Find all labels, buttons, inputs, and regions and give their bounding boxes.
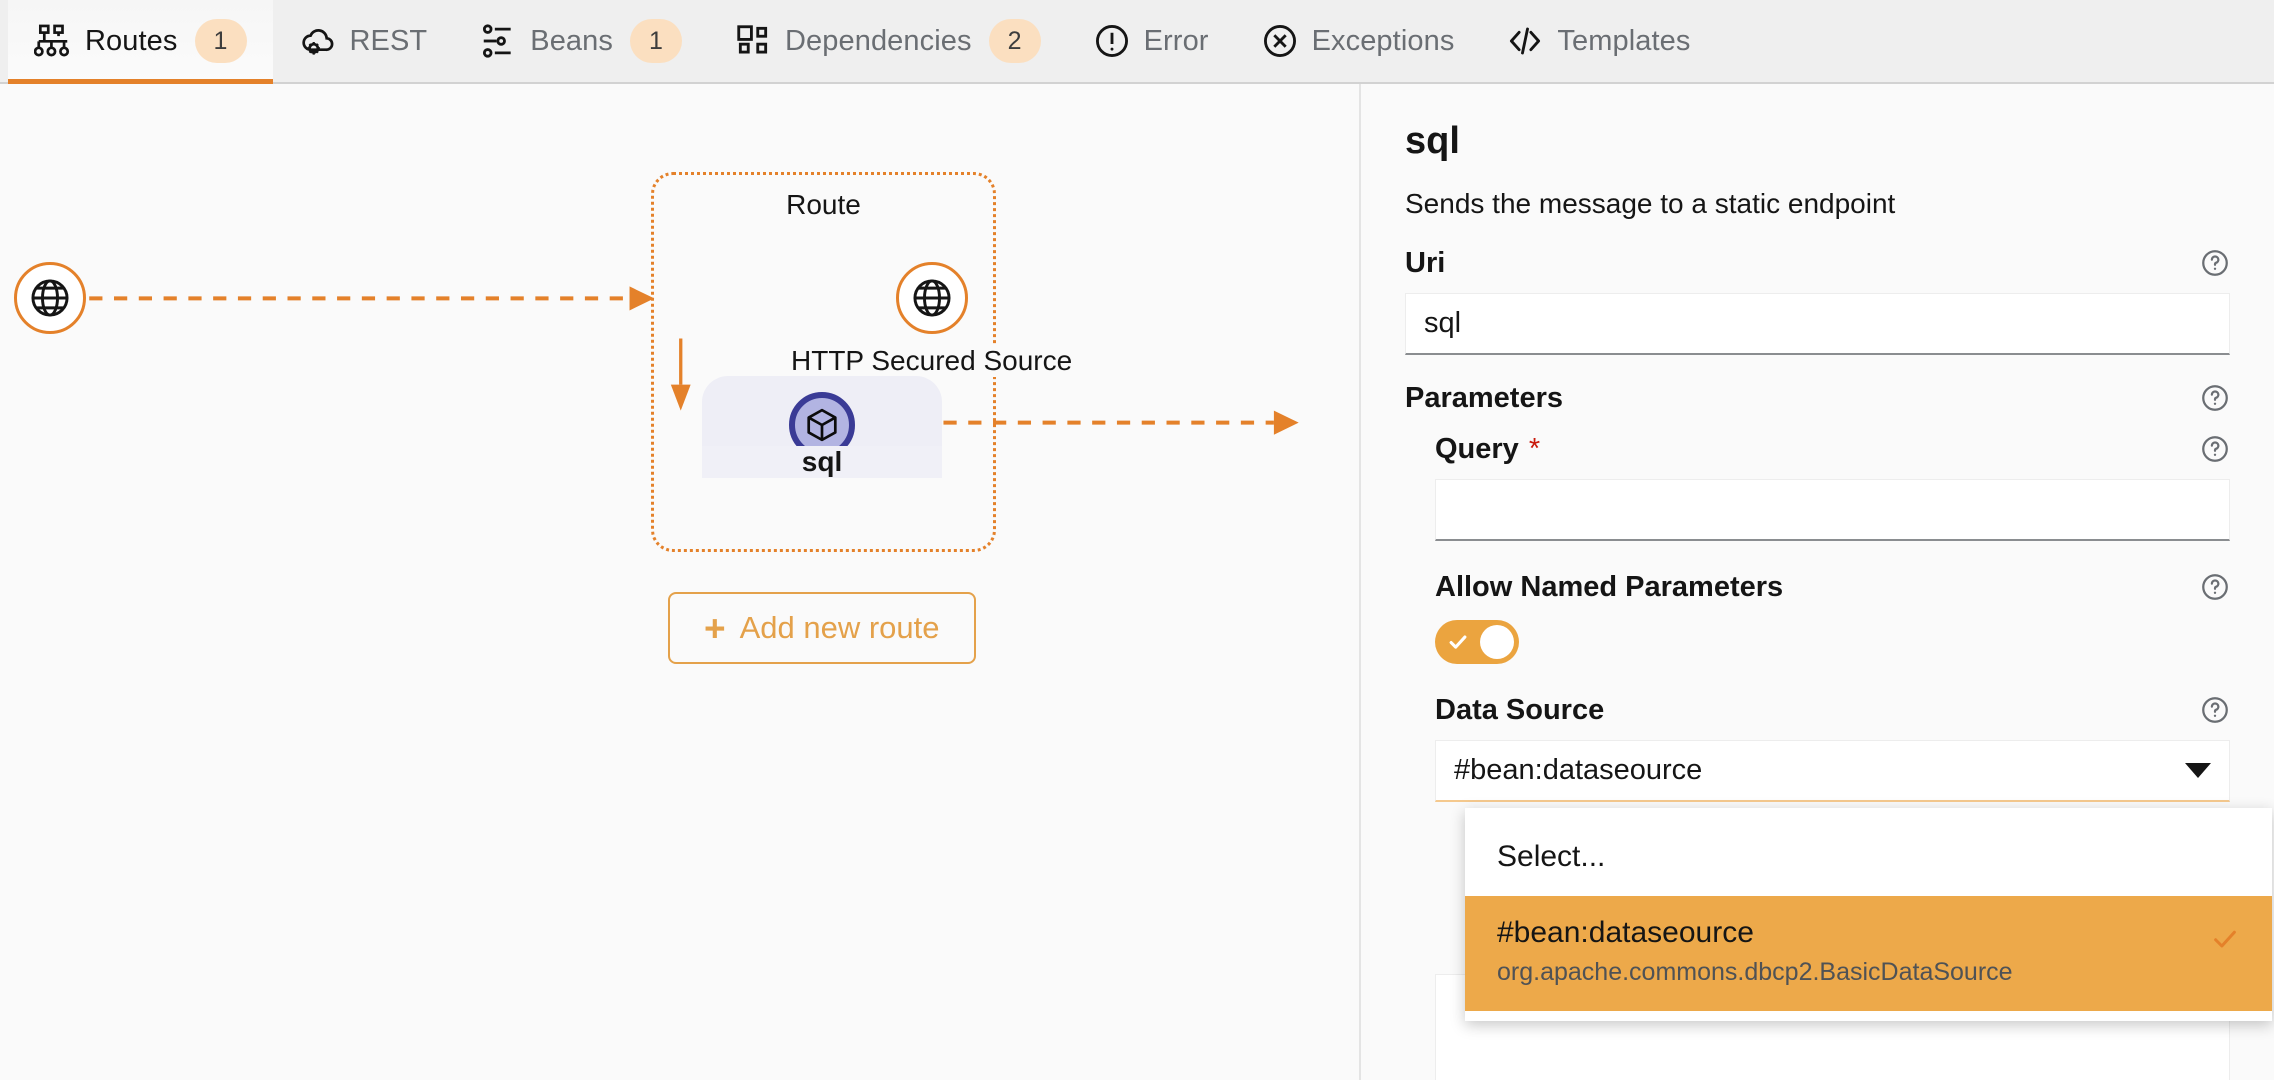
plus-icon: + bbox=[704, 607, 726, 649]
add-new-route-label: Add new route bbox=[739, 610, 940, 645]
tab-beans[interactable]: Beans 1 bbox=[453, 0, 708, 82]
help-icon[interactable] bbox=[2200, 248, 2230, 278]
allow-named-parameters-label: Allow Named Parameters bbox=[1435, 570, 1784, 603]
panel-title: sql bbox=[1405, 120, 1460, 162]
check-icon bbox=[2210, 924, 2240, 954]
tab-label: Beans bbox=[530, 24, 613, 57]
add-new-route-button[interactable]: + Add new route bbox=[668, 592, 976, 664]
tab-templates[interactable]: Templates bbox=[1480, 0, 1716, 82]
help-icon[interactable] bbox=[2200, 383, 2230, 413]
tab-label: Error bbox=[1143, 24, 1209, 57]
uri-field-group: Uri sql bbox=[1405, 247, 2230, 355]
tab-routes[interactable]: Routes 1 bbox=[8, 0, 273, 84]
tab-error[interactable]: Error bbox=[1067, 0, 1235, 82]
cloud-gear-icon bbox=[299, 22, 337, 60]
route-canvas[interactable]: Route bbox=[0, 84, 1359, 1080]
parameters-label: Parameters bbox=[1405, 381, 1563, 414]
allow-named-parameters-group: Allow Named Parameters bbox=[1435, 571, 2230, 664]
route-title: Route bbox=[786, 189, 861, 220]
times-circle-icon bbox=[1261, 22, 1299, 60]
data-source-selected-value: #bean:dataseource bbox=[1454, 753, 1703, 786]
help-icon[interactable] bbox=[2200, 572, 2230, 602]
parameters-section: Parameters bbox=[1405, 382, 2230, 415]
data-source-label: Data Source bbox=[1435, 693, 1605, 726]
node-label: HTTP Secured Source bbox=[787, 345, 1077, 377]
tab-badge: 1 bbox=[629, 19, 682, 63]
query-input[interactable] bbox=[1435, 478, 2230, 541]
check-icon bbox=[1447, 631, 1469, 653]
exclamation-circle-icon bbox=[1093, 22, 1131, 60]
tab-rest[interactable]: REST bbox=[273, 0, 454, 82]
tab-label: REST bbox=[349, 24, 428, 57]
uri-label: Uri bbox=[1405, 246, 1446, 279]
toggle-knob bbox=[1480, 624, 1514, 659]
tab-badge: 1 bbox=[194, 19, 247, 63]
tab-dependencies[interactable]: Dependencies 2 bbox=[708, 0, 1067, 82]
globe-icon[interactable] bbox=[14, 262, 86, 334]
blocks-icon bbox=[734, 22, 772, 60]
sliders-icon bbox=[479, 22, 517, 60]
allow-named-parameters-toggle[interactable] bbox=[1435, 619, 1519, 664]
dropdown-option-select[interactable]: Select... bbox=[1497, 839, 1606, 873]
sql-step-container[interactable]: sql bbox=[702, 376, 942, 478]
tab-label: Routes bbox=[85, 24, 178, 57]
data-source-dropdown-menu[interactable]: Select... #bean:dataseource org.apache.c… bbox=[1465, 807, 2272, 1021]
tab-label: Dependencies bbox=[784, 24, 972, 57]
chevron-down-icon bbox=[2185, 762, 2211, 778]
tab-badge: 2 bbox=[988, 19, 1041, 63]
sql-node-label: sql bbox=[702, 446, 942, 478]
workspace: Route bbox=[0, 84, 2274, 1080]
tab-label: Templates bbox=[1557, 24, 1691, 57]
entry-endpoint-node[interactable] bbox=[14, 262, 86, 334]
query-label: Query bbox=[1435, 432, 1519, 465]
help-icon[interactable] bbox=[2200, 695, 2230, 725]
uri-input[interactable]: sql bbox=[1405, 292, 2230, 355]
code-icon bbox=[1506, 22, 1544, 60]
panel-description: Sends the message to a static endpoint bbox=[1405, 187, 1896, 219]
dropdown-option-label: #bean:dataseource bbox=[1497, 915, 1754, 949]
data-source-group: Data Source #bean:dataseource bbox=[1435, 693, 2272, 1021]
tab-exceptions[interactable]: Exceptions bbox=[1235, 0, 1481, 82]
dropdown-option-sublabel: org.apache.commons.dbcp2.BasicDataSource bbox=[1497, 957, 2013, 986]
data-source-select[interactable]: #bean:dataseource bbox=[1435, 739, 2230, 802]
help-icon[interactable] bbox=[2200, 434, 2230, 464]
globe-icon[interactable] bbox=[895, 262, 968, 334]
query-field-group: Query * bbox=[1435, 433, 2230, 541]
http-secured-source-node[interactable]: HTTP Secured Source bbox=[787, 262, 1077, 377]
required-marker: * bbox=[1528, 432, 1541, 465]
main-tab-bar: Routes 1 REST Beans 1 bbox=[0, 0, 2274, 84]
routes-icon bbox=[34, 22, 72, 60]
properties-panel: sql Sends the message to a static endpoi… bbox=[1359, 84, 2274, 1080]
tab-label: Exceptions bbox=[1311, 24, 1455, 57]
dropdown-option-bean-dataseource[interactable]: #bean:dataseource org.apache.commons.dbc… bbox=[1465, 895, 2272, 1011]
connector-wires bbox=[64, 286, 1299, 435]
